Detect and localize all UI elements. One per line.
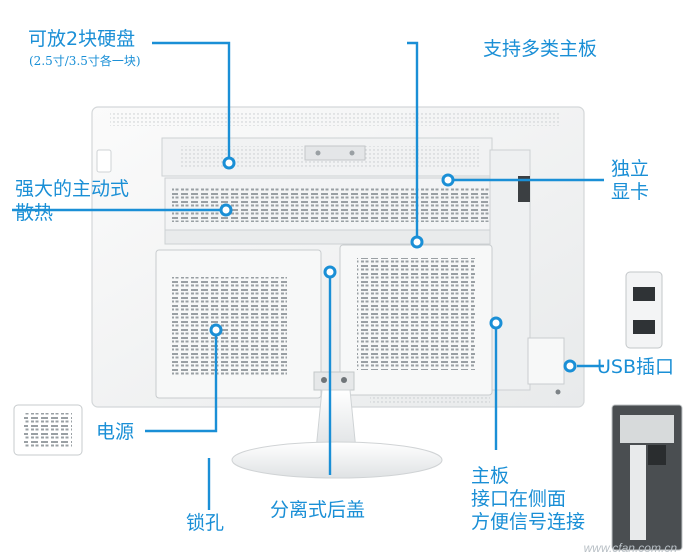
usb-port-inset	[625, 271, 663, 349]
label-usb-port: USB插口	[597, 356, 675, 378]
separated-rear-cover	[339, 244, 493, 405]
label-separated-cover: 分离式后盖	[270, 499, 366, 521]
label-side-ports-line2: 接口在侧面	[471, 488, 567, 510]
label-side-ports-line3: 方便信号连接	[471, 511, 586, 533]
callout-dots	[209, 156, 577, 373]
label-gpu-line2: 显卡	[611, 181, 650, 203]
label-active-cooling-line1: 强大的主动式	[15, 178, 130, 200]
label-active-cooling-line2: 散热	[15, 202, 54, 224]
label-hdd: 可放2块硬盘	[28, 28, 136, 50]
label-gpu-line1: 独立	[611, 158, 650, 180]
callout-lines	[12, 41, 604, 510]
label-side-ports-line1: 主板	[471, 465, 510, 487]
power-supply-cover	[155, 249, 322, 399]
power-brick-inset	[13, 404, 83, 456]
monitor-stand	[231, 371, 443, 479]
side-interface-inset	[611, 404, 683, 551]
label-lock-hole: 锁孔	[186, 512, 225, 534]
watermark: www.cfan.com.cn	[583, 541, 677, 555]
label-hdd-sizes: (2.5寸/3.5寸各一块)	[29, 54, 141, 68]
label-motherboard-support: 支持多类主板	[483, 38, 598, 60]
label-power-supply: 电源	[96, 421, 135, 443]
hdd-module	[161, 137, 493, 177]
